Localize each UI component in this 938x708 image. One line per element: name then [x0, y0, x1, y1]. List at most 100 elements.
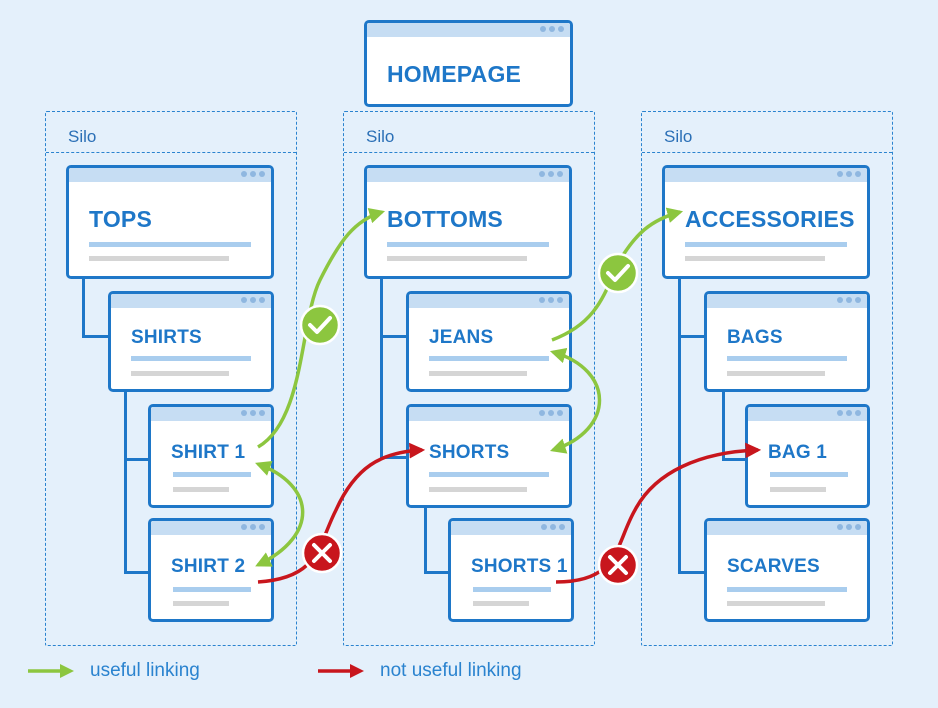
tree-connector [124, 458, 152, 461]
window-bar [409, 294, 569, 308]
text-line [173, 472, 251, 477]
tree-connector [722, 391, 725, 461]
page-accessories[interactable]: ACCESSORIES [662, 165, 870, 279]
silo-label: Silo [68, 127, 97, 146]
window-bar [111, 294, 271, 308]
text-line [387, 242, 549, 247]
legend-not-useful: not useful linking [318, 660, 522, 682]
page-title: SCARVES [727, 556, 820, 577]
text-line [173, 601, 229, 606]
page-shirt-1[interactable]: SHIRT 1 [148, 404, 274, 508]
window-dots-icon [837, 524, 861, 530]
text-line [387, 256, 527, 261]
tree-connector [124, 391, 127, 574]
tree-connector [424, 508, 427, 574]
tree-connector [380, 456, 408, 459]
text-line [473, 587, 551, 592]
page-bags[interactable]: BAGS [704, 291, 870, 392]
text-line [131, 371, 229, 376]
window-dots-icon [539, 297, 563, 303]
window-dots-icon [241, 297, 265, 303]
window-bar [69, 168, 271, 182]
tree-connector [380, 278, 383, 459]
window-dots-icon [540, 26, 564, 32]
silo-accessories: Silo [641, 111, 893, 646]
text-line [173, 587, 251, 592]
link-shirt2-to-shorts [257, 442, 426, 584]
window-dots-icon [837, 410, 861, 416]
window-dots-icon [541, 524, 565, 530]
text-line [727, 601, 825, 606]
legend-useful-label: useful linking [90, 660, 200, 681]
window-bar [367, 23, 570, 37]
window-dots-icon [837, 171, 861, 177]
page-scarves[interactable]: SCARVES [704, 518, 870, 622]
text-line [429, 487, 527, 492]
page-shorts-1[interactable]: SHORTS 1 [448, 518, 574, 622]
page-bag-1[interactable]: BAG 1 [745, 404, 870, 508]
cross-icon [597, 544, 639, 586]
window-bar [707, 521, 867, 535]
link-shirt1-to-bottoms [257, 208, 386, 449]
text-line [131, 356, 251, 361]
window-dots-icon [241, 410, 265, 416]
page-title: TOPS [89, 206, 153, 232]
window-dots-icon [241, 171, 265, 177]
link-shorts1-to-bag1 [555, 442, 762, 584]
text-line [473, 601, 529, 606]
page-shorts[interactable]: SHORTS [406, 404, 572, 508]
silo-divider [642, 152, 892, 153]
page-tops[interactable]: TOPS [66, 165, 274, 279]
legend-not-useful-label: not useful linking [380, 660, 522, 681]
tree-connector [82, 278, 85, 337]
text-line [727, 356, 847, 361]
silo-divider [344, 152, 594, 153]
text-line [429, 472, 549, 477]
text-line [429, 356, 549, 361]
link-shirt1-shirt2 [255, 460, 305, 567]
cross-icon [301, 532, 343, 574]
silo-label: Silo [664, 127, 693, 146]
check-icon [299, 304, 341, 346]
text-line [685, 256, 825, 261]
window-bar [367, 168, 569, 182]
check-icon [597, 252, 639, 294]
tree-connector [380, 335, 408, 338]
homepage-card[interactable]: HOMEPAGE [364, 20, 573, 107]
tree-connector [678, 571, 706, 574]
tree-connector [722, 458, 750, 461]
page-jeans[interactable]: JEANS [406, 291, 572, 392]
text-line [727, 587, 847, 592]
text-line [685, 242, 847, 247]
page-title: BAGS [727, 327, 783, 348]
page-shirts[interactable]: SHIRTS [108, 291, 274, 392]
page-title: SHORTS 1 [471, 556, 568, 577]
tree-connector [124, 571, 152, 574]
window-bar [707, 294, 867, 308]
text-line [173, 487, 229, 492]
text-line [89, 242, 251, 247]
text-line [770, 487, 826, 492]
text-line [770, 472, 848, 477]
tree-connector [678, 335, 706, 338]
homepage-title: HOMEPAGE [387, 61, 522, 87]
window-dots-icon [539, 171, 563, 177]
red-arrow-icon [318, 664, 364, 678]
link-jeans-shorts [549, 347, 602, 454]
window-bar [665, 168, 867, 182]
silo-label: Silo [366, 127, 395, 146]
page-title: BOTTOMS [387, 206, 503, 232]
page-title: SHIRT 1 [171, 442, 246, 463]
page-title: BAG 1 [768, 442, 828, 463]
page-title: ACCESSORIES [685, 206, 855, 232]
page-title: SHIRT 2 [171, 556, 246, 577]
page-title: SHORTS [429, 442, 510, 463]
page-shirt-2[interactable]: SHIRT 2 [148, 518, 274, 622]
tree-connector [678, 278, 681, 574]
tree-connector [82, 335, 110, 338]
page-bottoms[interactable]: BOTTOMS [364, 165, 572, 279]
page-title: JEANS [429, 327, 494, 348]
green-arrow-icon [28, 664, 74, 678]
